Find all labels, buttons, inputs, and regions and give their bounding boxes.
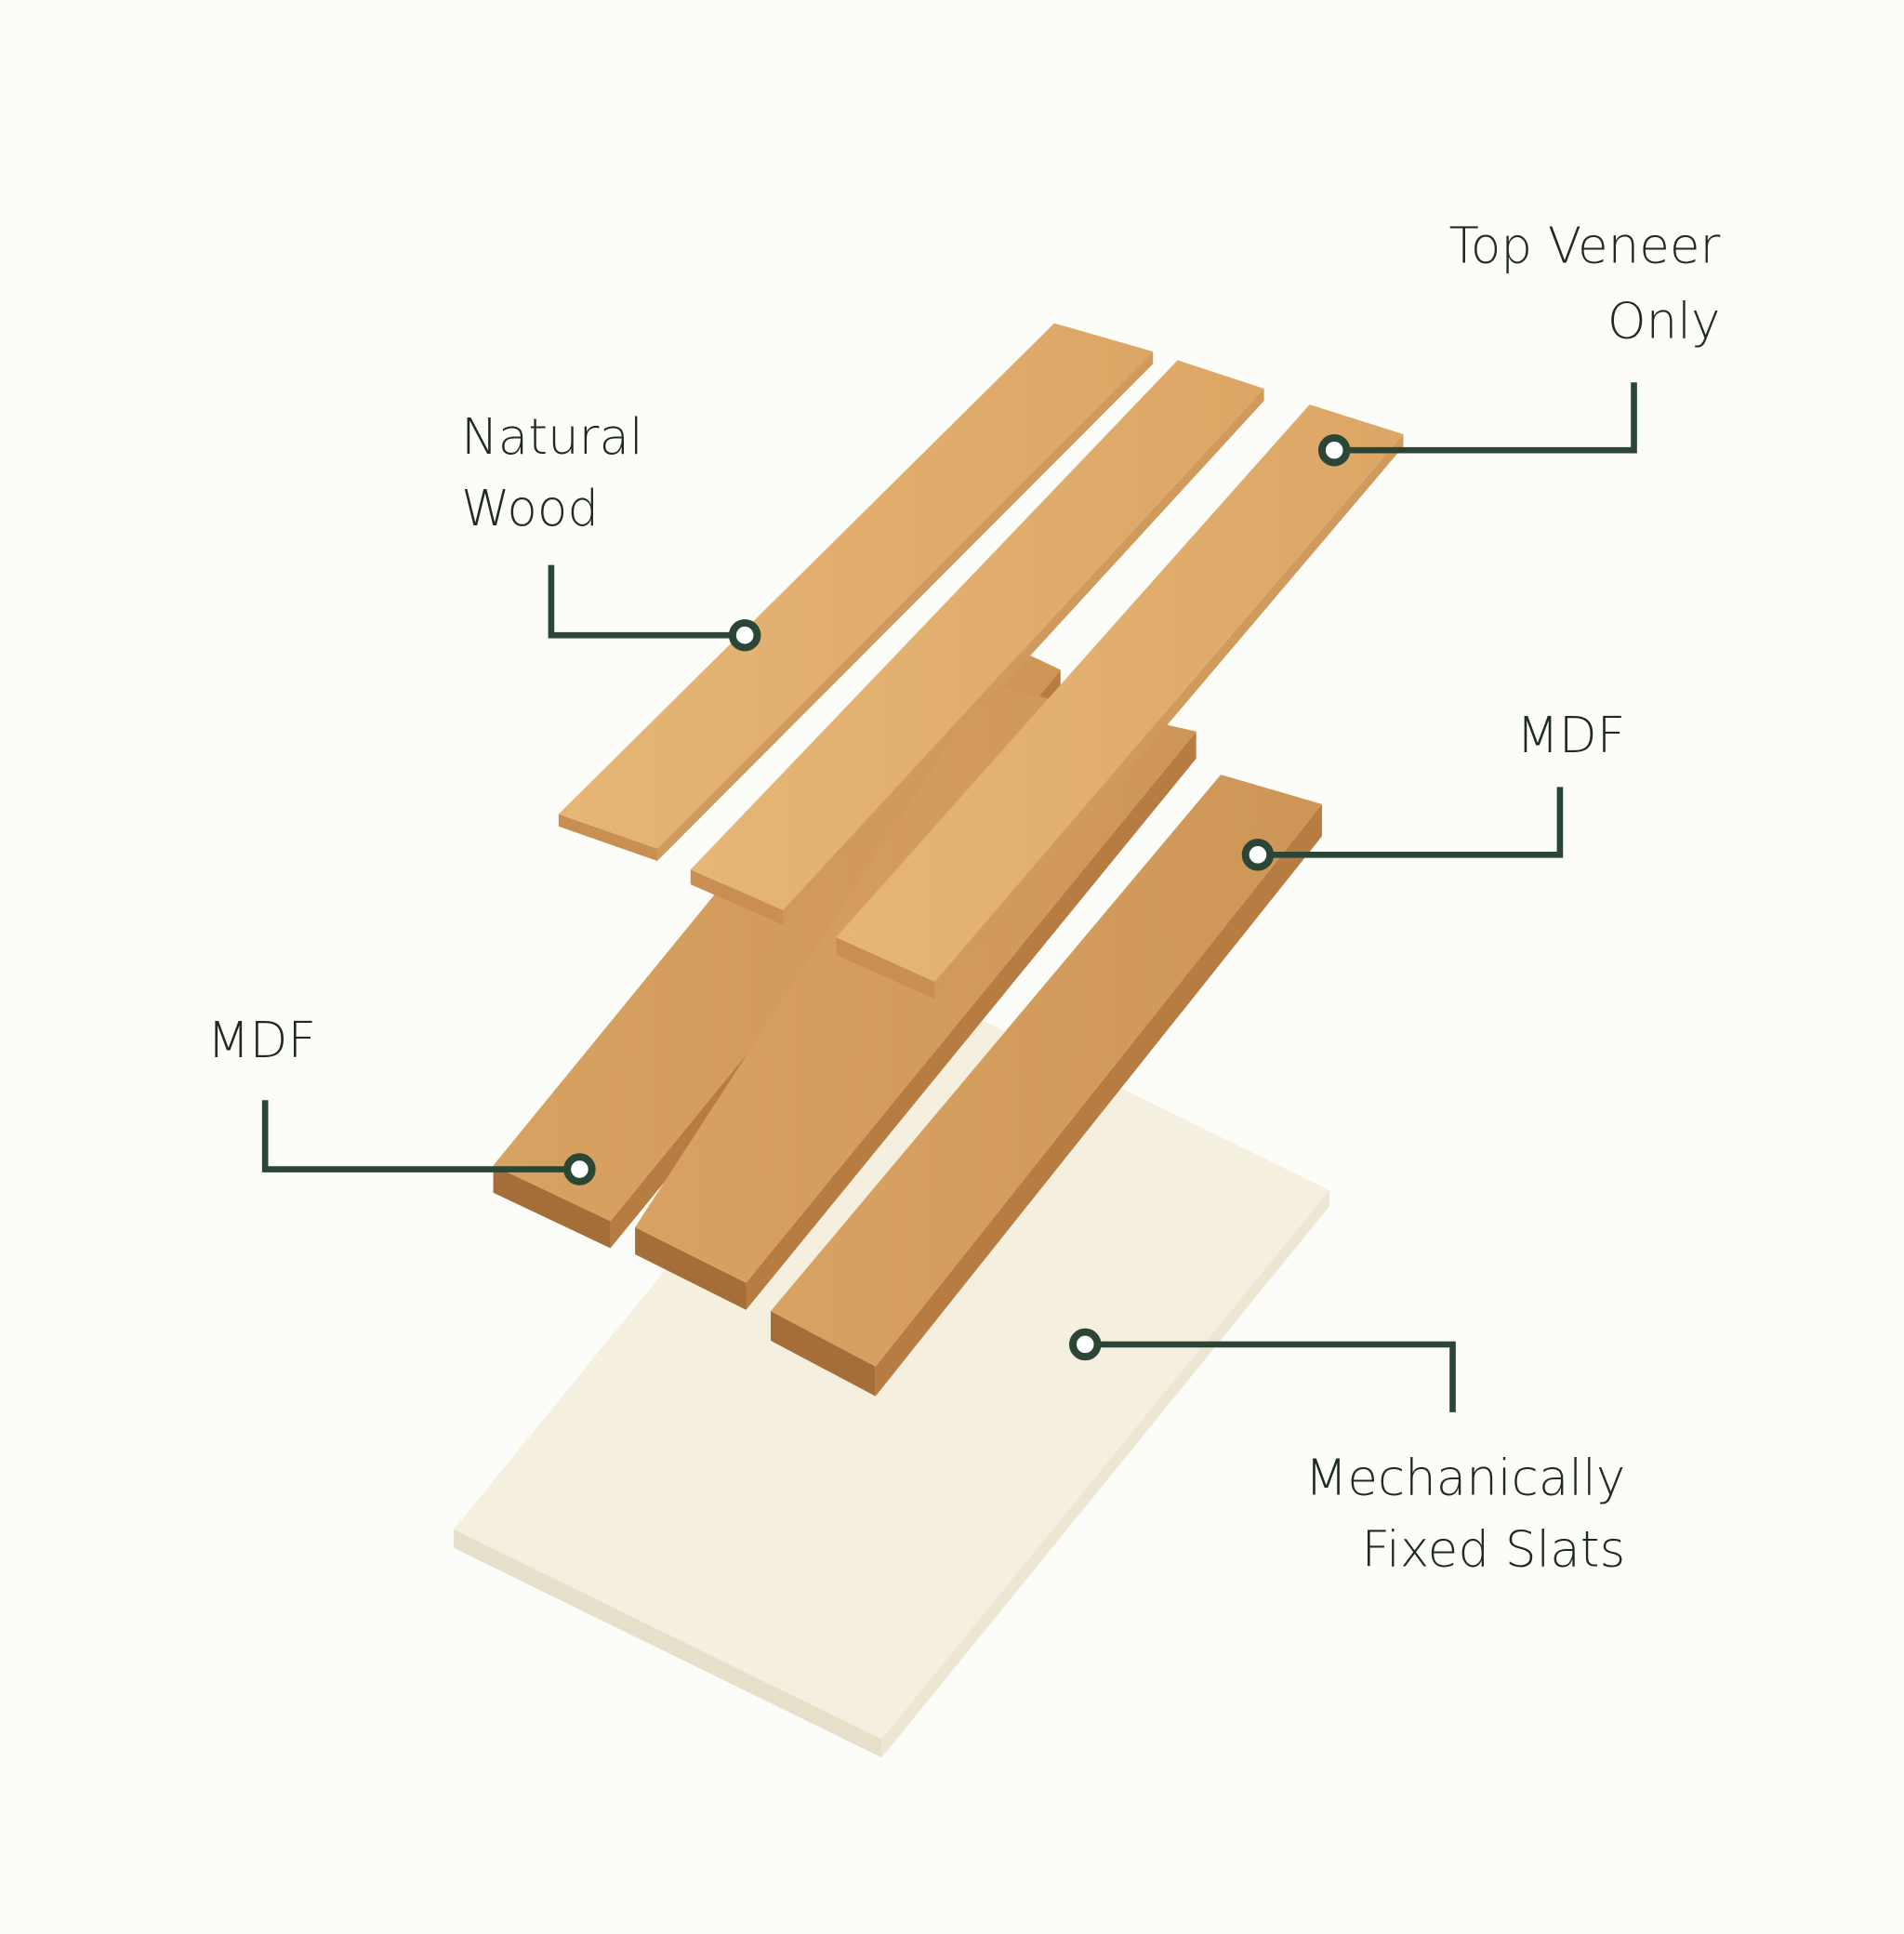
- label-top-veneer-line1: Top Veneer: [1448, 218, 1720, 275]
- callout-natural-wood: Natural Wood: [461, 408, 761, 652]
- callout-dot: [563, 1153, 596, 1186]
- label-mdf-left: MDF: [207, 1012, 316, 1069]
- mdf-slat-3: [771, 775, 1322, 1397]
- label-mdf-right: MDF: [1516, 707, 1625, 764]
- callout-fixed-slats: Mechanically Fixed Slats: [1069, 1328, 1626, 1579]
- veneer-slat-2: [690, 360, 1264, 925]
- veneer-slat-1: [558, 323, 1154, 861]
- label-top-veneer-line2: Only: [1607, 293, 1721, 351]
- veneer-slat-3: [836, 404, 1404, 1000]
- callout-mdf-left: MDF: [207, 1012, 596, 1186]
- callout-dot: [1317, 433, 1351, 467]
- callout-dot: [728, 618, 761, 652]
- label-natural-wood-line2: Wood: [461, 480, 599, 537]
- label-fixed-slats-line1: Mechanically: [1305, 1450, 1626, 1507]
- callout-dot: [1241, 839, 1275, 871]
- callout-top-veneer: Top Veneer Only: [1317, 218, 1721, 467]
- label-fixed-slats-line2: Fixed Slats: [1362, 1521, 1626, 1579]
- callout-mdf-right: MDF: [1241, 707, 1625, 871]
- callout-dot: [1069, 1328, 1102, 1361]
- label-natural-wood-line1: Natural: [461, 408, 643, 466]
